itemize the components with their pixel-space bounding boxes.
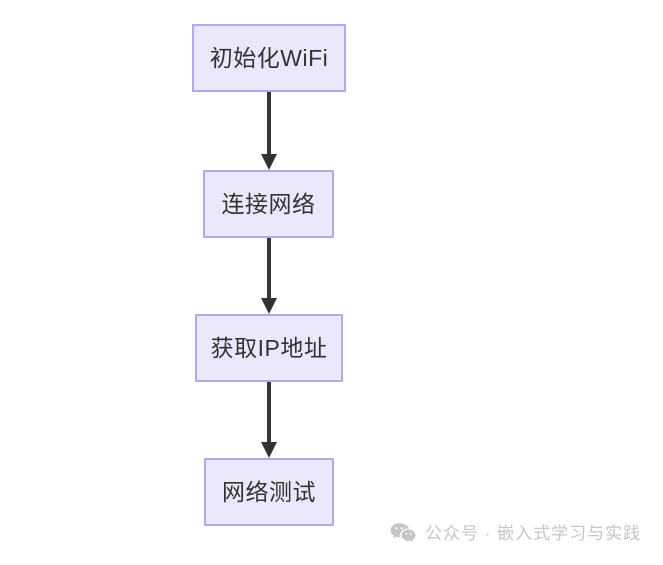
flowchart-node-init-wifi[interactable]: 初始化WiFi bbox=[192, 24, 346, 92]
edge-connect-to-ip bbox=[261, 238, 277, 314]
edge-ip-to-test bbox=[261, 382, 277, 458]
flowchart-node-network-test[interactable]: 网络测试 bbox=[204, 458, 334, 526]
wechat-icon bbox=[390, 523, 416, 542]
watermark-text: 公众号 · 嵌入式学习与实践 bbox=[425, 523, 642, 543]
watermark: 公众号 · 嵌入式学习与实践 bbox=[390, 522, 641, 544]
node-label: 连接网络 bbox=[221, 190, 316, 217]
edge-init-to-connect bbox=[261, 92, 277, 170]
node-label: 网络测试 bbox=[222, 478, 316, 505]
flowchart-node-get-ip-address[interactable]: 获取IP地址 bbox=[195, 314, 343, 382]
flowchart-node-connect-network[interactable]: 连接网络 bbox=[203, 170, 334, 238]
node-label: 获取IP地址 bbox=[210, 334, 328, 361]
node-label: 初始化WiFi bbox=[209, 44, 329, 71]
